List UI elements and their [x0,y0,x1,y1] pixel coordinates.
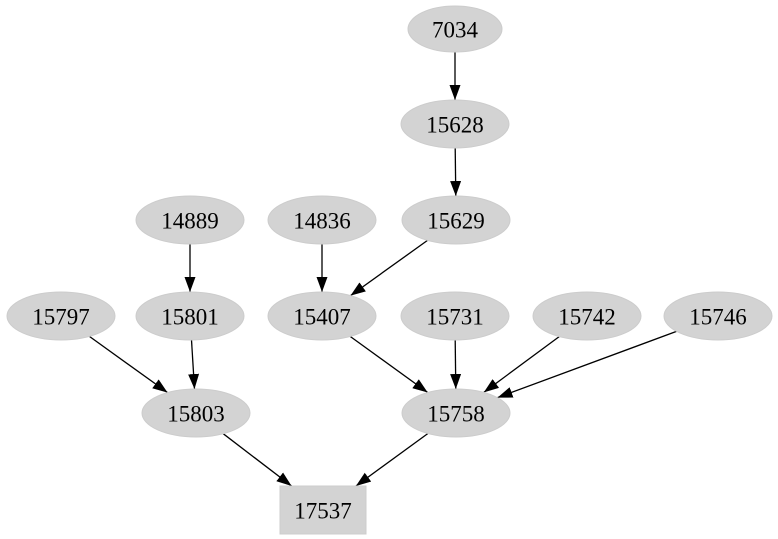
node-shape-ellipse [400,99,510,149]
node-label: 17537 [294,498,352,523]
graph-node-15803: 15803 [141,388,251,438]
node-shape-ellipse [532,291,642,341]
graph-node-15629: 15629 [401,195,511,245]
node-shape-ellipse [141,388,251,438]
edge-15746-to-15758 [497,330,677,399]
graph-node-7034: 7034 [407,5,503,53]
node-shape-ellipse [267,195,377,245]
node-label: 15731 [426,304,484,329]
edges-layer [89,52,677,487]
node-shape-ellipse [401,195,511,245]
node-label: 15797 [32,304,90,329]
node-shape-ellipse [135,291,245,341]
edge-15742-to-15758 [483,336,560,393]
graph-node-15797: 15797 [6,291,116,341]
nodes-layer: 7034 15628 15629 14889 14836 15797 15801 15407 1… [6,5,773,535]
node-shape-ellipse [6,291,116,341]
node-label: 15628 [426,112,484,137]
node-shape-ellipse [135,195,245,245]
edge-15758-to-17537 [355,432,429,487]
node-shape-ellipse [401,388,511,438]
node-shape-box [279,485,367,535]
graph-node-15758: 15758 [401,388,511,438]
node-label: 15758 [427,401,485,426]
node-label: 15801 [161,304,219,329]
edge-15731-to-15758 [450,339,462,390]
node-shape-ellipse [407,5,503,53]
graph-node-15742: 15742 [532,291,642,341]
node-shape-ellipse [267,291,377,341]
graph-node-15731: 15731 [400,291,510,341]
node-shape-ellipse [663,291,773,341]
graph-node-15628: 15628 [400,99,510,149]
edge-15797-to-15803 [89,335,168,394]
graph-node-15801: 15801 [135,291,245,341]
edge-15407-to-15758 [349,335,429,394]
edge-15629-to-15407 [350,239,428,297]
graph-node-14836: 14836 [267,195,377,245]
node-label: 14836 [293,208,351,233]
node-label: 15803 [167,401,225,426]
graph-node-14889: 14889 [135,195,245,245]
graph-node-17537: 17537 [279,485,367,535]
edge-15801-to-15803 [188,339,200,390]
node-label: 14889 [161,208,219,233]
node-label: 15746 [689,304,747,329]
graph-node-15746: 15746 [663,291,773,341]
node-shape-ellipse [400,291,510,341]
node-label: 15629 [427,208,485,233]
node-label: 15407 [293,304,351,329]
node-label: 15742 [558,304,616,329]
node-label: 7034 [432,17,479,42]
graph-node-15407: 15407 [267,291,377,341]
edge-15628-to-15629 [450,147,462,197]
edge-15803-to-17537 [222,433,292,487]
